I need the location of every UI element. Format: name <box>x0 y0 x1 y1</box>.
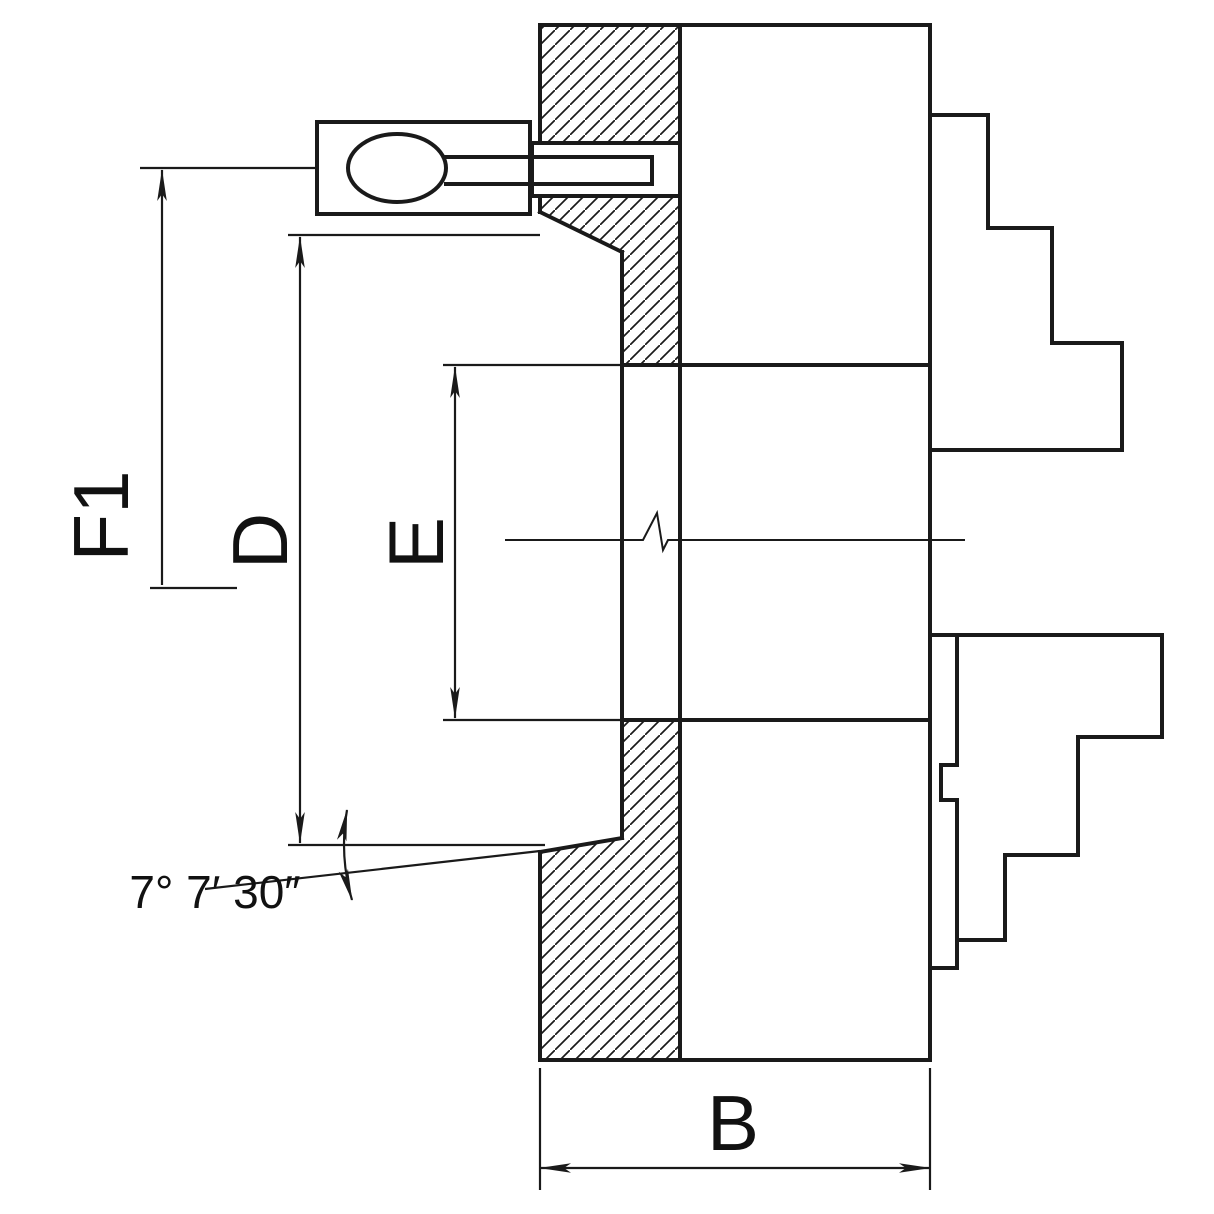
hatch-top-block <box>540 25 680 143</box>
bottom-jaw-outline <box>928 633 1164 970</box>
centerline <box>505 509 965 554</box>
dimension-f1: F1 <box>57 166 317 590</box>
bottom-jaw-seam <box>939 633 959 942</box>
dimension-d: D <box>216 233 540 844</box>
cam-socket-detail <box>315 120 532 216</box>
b-label: B <box>707 1079 759 1167</box>
taper-chamfer-top <box>537 209 625 255</box>
top-jaw-outline <box>928 113 1124 452</box>
e-label: E <box>372 517 460 569</box>
taper-angle-label: 7° 7′ 30″ <box>129 866 300 918</box>
taper-angle-annotation: 7° 7′ 30″ <box>129 809 545 918</box>
angle-arc <box>336 809 354 901</box>
top-jaw <box>928 113 1124 452</box>
angle-taper-extension-line <box>204 849 541 891</box>
f1-label: F1 <box>57 470 145 561</box>
bottom-jaw <box>928 633 1164 970</box>
chuck-body-outline <box>444 23 932 1062</box>
hatch-lower-block <box>540 720 680 1060</box>
d-label: D <box>216 513 304 569</box>
cam-pinion-hole <box>346 132 448 204</box>
dimension-b: B <box>538 1068 932 1190</box>
taper-chamfer-bottom <box>537 835 625 855</box>
dimension-e: E <box>372 363 622 722</box>
hatch-upper-mid-block <box>540 196 680 365</box>
flange-section-hatching <box>540 25 680 1060</box>
